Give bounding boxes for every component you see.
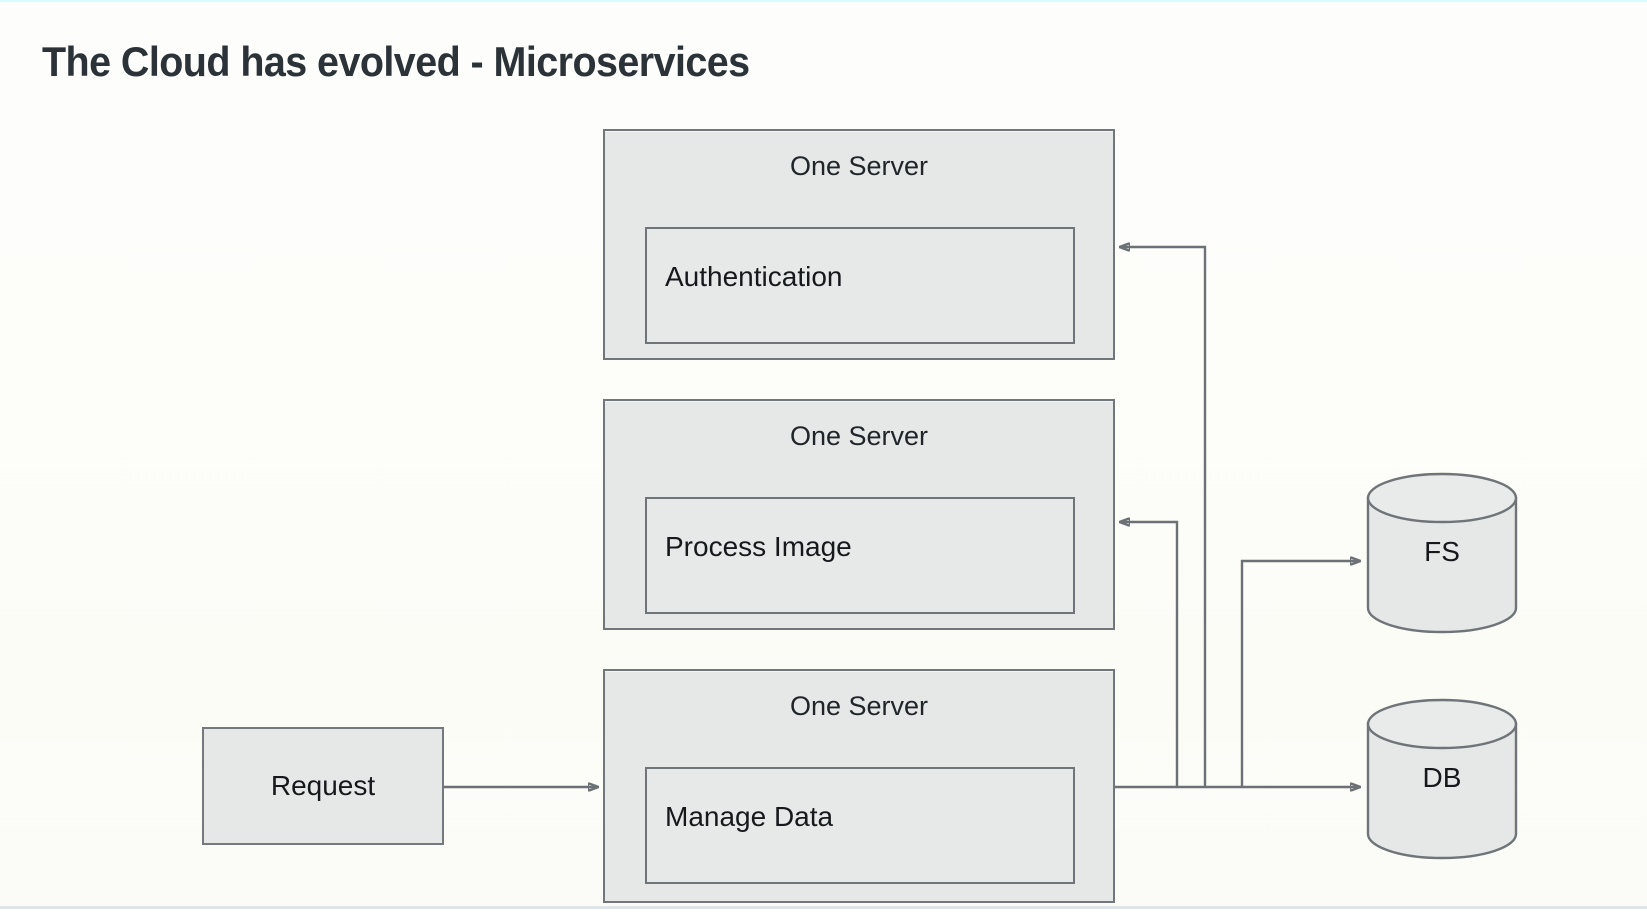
server-box-manage-data[interactable]: One Server Manage Data bbox=[603, 669, 1115, 903]
datastore-db[interactable]: DB bbox=[1366, 698, 1518, 860]
page-title: The Cloud has evolved - Microservices bbox=[42, 38, 750, 85]
server-title-manage-data: One Server bbox=[789, 691, 929, 721]
service-label-manage-data: Manage Data bbox=[665, 801, 834, 832]
frame-bottom-hairline bbox=[0, 906, 1647, 909]
request-node[interactable]: Request bbox=[202, 727, 444, 845]
server-title-process-image: One Server bbox=[789, 421, 929, 451]
datastore-db-label: DB bbox=[1422, 762, 1462, 793]
frame-top-hairline bbox=[0, 0, 1647, 2]
service-label-authentication: Authentication bbox=[665, 261, 843, 292]
server-title-authentication: One Server bbox=[789, 151, 929, 181]
datastore-fs[interactable]: FS bbox=[1366, 472, 1518, 634]
service-box-process-image[interactable]: Process Image bbox=[645, 497, 1075, 614]
db-cylinder-shape bbox=[1366, 698, 1518, 860]
fs-cylinder-shape bbox=[1366, 472, 1518, 634]
connector-manage-data-to-authentication bbox=[1120, 247, 1207, 787]
datastore-fs-label: FS bbox=[1424, 536, 1460, 567]
service-box-manage-data[interactable]: Manage Data bbox=[645, 767, 1075, 884]
frame-bottom-fill bbox=[0, 909, 1647, 920]
server-box-authentication[interactable]: One Server Authentication bbox=[603, 129, 1115, 360]
connector-manage-data-to-fs bbox=[1240, 561, 1360, 787]
service-label-process-image: Process Image bbox=[665, 531, 852, 562]
service-box-authentication[interactable]: Authentication bbox=[645, 227, 1075, 344]
server-box-process-image[interactable]: One Server Process Image bbox=[603, 399, 1115, 630]
connector-manage-data-to-process-image bbox=[1120, 522, 1179, 787]
